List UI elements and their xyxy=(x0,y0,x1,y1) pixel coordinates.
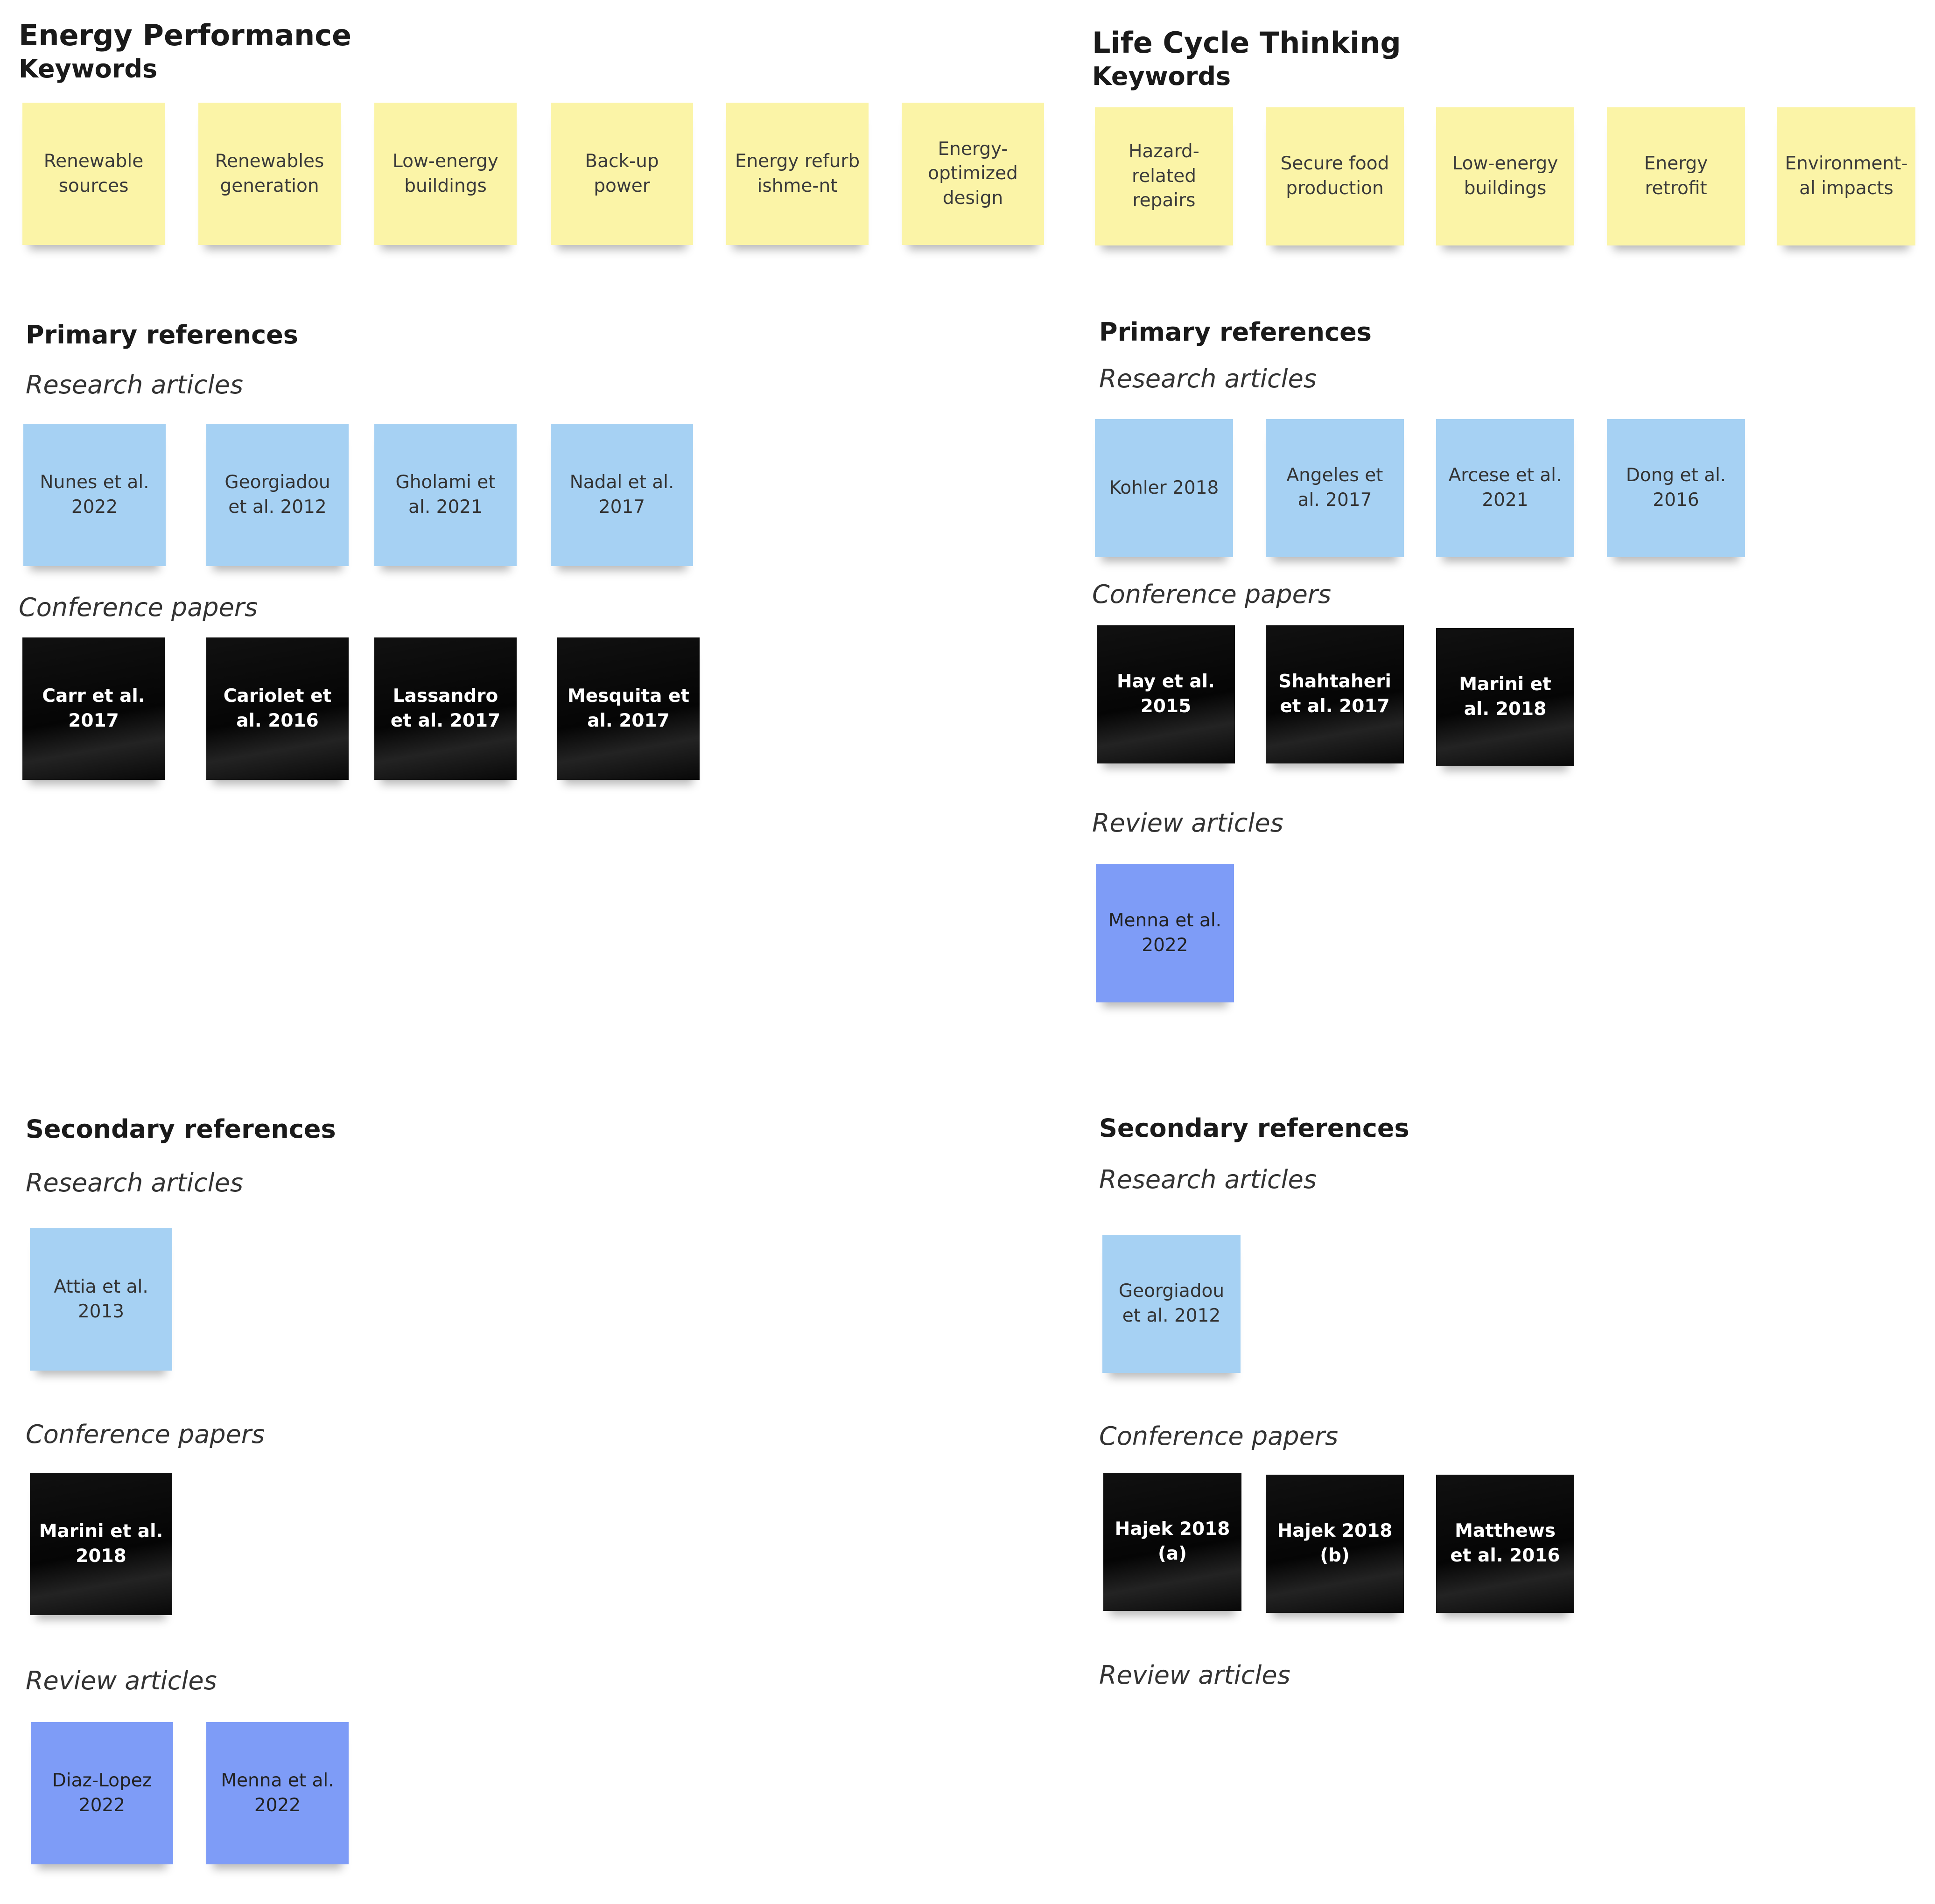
energy-keyword-note[interactable]: Low-energy buildings xyxy=(374,103,517,245)
research-article-note[interactable]: Angeles et al. 2017 xyxy=(1266,419,1404,557)
review-article-note[interactable]: Menna et al. 2022 xyxy=(206,1722,349,1864)
lifecycle-primary-heading: Primary references xyxy=(1099,317,1372,347)
conference-paper-note[interactable]: Lassandro et al. 2017 xyxy=(374,637,517,780)
review-article-note[interactable]: Diaz-Lopez 2022 xyxy=(31,1722,173,1864)
note-text: Lassandro et al. 2017 xyxy=(390,685,501,731)
conference-paper-note[interactable]: Marini et al. 2018 xyxy=(30,1473,172,1615)
note-text: Environment-al impacts xyxy=(1785,153,1908,199)
note-text: Attia et al. 2013 xyxy=(54,1276,148,1322)
note-text: Angeles et al. 2017 xyxy=(1286,465,1383,511)
energy-keyword-note[interactable]: Energy-optimized design xyxy=(902,103,1044,245)
research-article-note[interactable]: Nunes et al. 2022 xyxy=(23,424,166,566)
conference-paper-note[interactable]: Matthews et al. 2016 xyxy=(1436,1475,1574,1613)
note-text: Nadal et al. 2017 xyxy=(569,471,674,518)
note-text: Gholami et al. 2021 xyxy=(395,471,496,518)
energy-keyword-note[interactable]: Renewable sources xyxy=(22,103,165,245)
lifecycle-secondary-conference-label: Conference papers xyxy=(1099,1421,1339,1451)
note-text: Georgiadou et al. 2012 xyxy=(224,471,330,518)
energy-primary-research-label: Research articles xyxy=(26,370,243,399)
research-article-note[interactable]: Arcese et al. 2021 xyxy=(1436,419,1574,557)
note-text: Carr et al. 2017 xyxy=(42,685,145,731)
note-text: Marini et al. 2018 xyxy=(1459,674,1551,720)
energy-secondary-review-label: Review articles xyxy=(26,1666,217,1695)
energy-secondary-conference-label: Conference papers xyxy=(26,1420,265,1449)
energy-secondary-heading: Secondary references xyxy=(26,1114,336,1144)
energy-keyword-note[interactable]: Back-up power xyxy=(551,103,693,245)
conference-paper-note[interactable]: Hajek 2018 (a) xyxy=(1103,1473,1241,1611)
note-text: Hazard-related repairs xyxy=(1129,141,1199,211)
lifecycle-keyword-note[interactable]: Low-energy buildings xyxy=(1436,107,1574,245)
energy-title: Energy Performance xyxy=(19,18,352,52)
lifecycle-keyword-note[interactable]: Hazard-related repairs xyxy=(1095,107,1233,245)
lifecycle-secondary-heading: Secondary references xyxy=(1099,1113,1409,1143)
note-text: Renewable sources xyxy=(43,150,144,196)
note-text: Cariolet et al. 2016 xyxy=(223,685,332,731)
lifecycle-secondary-review-label: Review articles xyxy=(1099,1660,1290,1690)
research-article-note[interactable]: Attia et al. 2013 xyxy=(30,1228,172,1371)
note-text: Marini et al. 2018 xyxy=(39,1520,163,1567)
note-text: Secure food production xyxy=(1280,153,1389,199)
energy-primary-heading: Primary references xyxy=(26,320,298,350)
lifecycle-primary-conference-label: Conference papers xyxy=(1092,580,1332,609)
lifecycle-title: Life Cycle Thinking xyxy=(1092,26,1401,60)
research-article-note[interactable]: Nadal et al. 2017 xyxy=(551,424,693,566)
conference-paper-note[interactable]: Hay et al. 2015 xyxy=(1097,625,1235,763)
conference-paper-note[interactable]: Marini et al. 2018 xyxy=(1436,628,1574,766)
energy-keyword-note[interactable]: Renewables generation xyxy=(198,103,341,245)
conference-paper-note[interactable]: Mesquita et al. 2017 xyxy=(557,637,700,780)
note-text: Hay et al. 2015 xyxy=(1117,671,1215,717)
lifecycle-secondary-research-label: Research articles xyxy=(1099,1165,1317,1194)
note-text: Energy-optimized design xyxy=(928,138,1018,209)
note-text: Shahtaheri et al. 2017 xyxy=(1278,671,1391,717)
note-text: Low-energy buildings xyxy=(393,150,498,196)
research-article-note[interactable]: Georgiadou et al. 2012 xyxy=(1102,1235,1241,1373)
lifecycle-keyword-note[interactable]: Environment-al impacts xyxy=(1777,107,1915,245)
research-article-note[interactable]: Dong et al. 2016 xyxy=(1607,419,1745,557)
note-text: Low-energy buildings xyxy=(1452,153,1558,199)
note-text: Renewables generation xyxy=(215,150,324,196)
energy-keyword-note[interactable]: Energy refurbishme-nt xyxy=(726,103,869,245)
lifecycle-primary-review-label: Review articles xyxy=(1092,808,1283,838)
note-text: Kohler 2018 xyxy=(1109,477,1219,498)
note-text: Energy refurbishme-nt xyxy=(735,150,860,196)
conference-paper-note[interactable]: Cariolet et al. 2016 xyxy=(206,637,349,780)
conference-paper-note[interactable]: Hajek 2018 (b) xyxy=(1266,1475,1404,1613)
note-text: Menna et al. 2022 xyxy=(221,1770,334,1816)
note-text: Dong et al. 2016 xyxy=(1626,465,1726,511)
research-article-note[interactable]: Kohler 2018 xyxy=(1095,419,1233,557)
research-article-note[interactable]: Georgiadou et al. 2012 xyxy=(206,424,349,566)
note-text: Mesquita et al. 2017 xyxy=(567,685,690,731)
note-text: Hajek 2018 (a) xyxy=(1115,1519,1230,1564)
lifecycle-keywords-label: Keywords xyxy=(1092,62,1231,91)
conference-paper-note[interactable]: Shahtaheri et al. 2017 xyxy=(1266,625,1404,763)
conference-paper-note[interactable]: Carr et al. 2017 xyxy=(22,637,165,780)
note-text: Hajek 2018 (b) xyxy=(1277,1520,1393,1566)
lifecycle-keyword-note[interactable]: Energy retrofit xyxy=(1607,107,1745,245)
note-text: Arcese et al. 2021 xyxy=(1448,465,1562,511)
lifecycle-primary-research-label: Research articles xyxy=(1099,364,1317,393)
energy-primary-conference-label: Conference papers xyxy=(19,593,258,622)
note-text: Nunes et al. 2022 xyxy=(40,471,149,518)
note-text: Menna et al. 2022 xyxy=(1108,910,1222,956)
energy-keywords-label: Keywords xyxy=(19,54,158,84)
review-article-note[interactable]: Menna et al. 2022 xyxy=(1096,864,1234,1002)
note-text: Energy retrofit xyxy=(1644,153,1708,199)
research-article-note[interactable]: Gholami et al. 2021 xyxy=(374,424,517,566)
note-text: Back-up power xyxy=(585,150,659,196)
note-text: Georgiadou et al. 2012 xyxy=(1118,1281,1225,1326)
note-text: Diaz-Lopez 2022 xyxy=(52,1770,152,1816)
lifecycle-keyword-note[interactable]: Secure food production xyxy=(1266,107,1404,245)
energy-secondary-research-label: Research articles xyxy=(26,1168,243,1197)
note-text: Matthews et al. 2016 xyxy=(1450,1520,1560,1566)
